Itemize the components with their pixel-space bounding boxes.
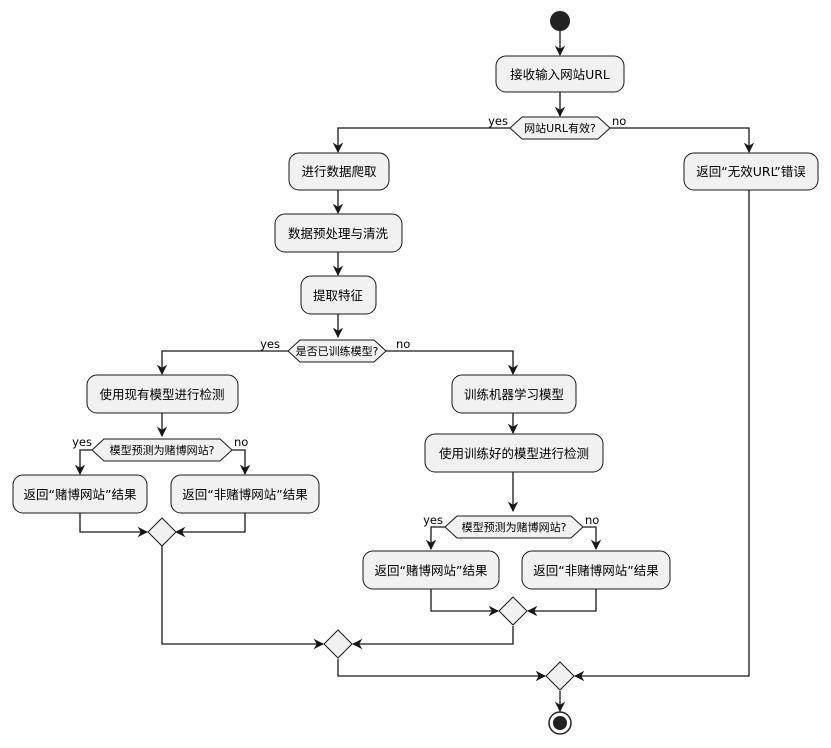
activity-label: 返回“非赌博网站”结果 xyxy=(182,487,308,502)
decision-label: 模型预测为赌博网站? xyxy=(110,443,215,457)
branch-yes-label: yes xyxy=(423,513,443,527)
start-node xyxy=(550,11,570,31)
activity-label: 进行数据爬取 xyxy=(301,164,377,179)
branch-no-label: no xyxy=(396,337,410,351)
activity-label: 训练机器学习模型 xyxy=(464,387,564,402)
activity-use-trained: 使用训练好的模型进行检测 xyxy=(424,433,604,473)
activity-return-nongambling-1: 返回“非赌博网站”结果 xyxy=(170,474,320,514)
activity-label: 提取特征 xyxy=(313,288,364,303)
activity-label: 接收输入网站URL xyxy=(510,67,610,82)
branch-no-label: no xyxy=(612,114,626,128)
activity-return-invalid: 返回“无效URL”错误 xyxy=(683,152,819,191)
connectors xyxy=(74,31,755,713)
activity-label: 返回“非赌博网站”结果 xyxy=(533,563,659,578)
branch-yes-label: yes xyxy=(260,337,280,351)
merge-node-2 xyxy=(498,596,528,626)
end-node xyxy=(548,711,572,735)
activity-return-gambling-1: 返回“赌博网站”结果 xyxy=(12,474,148,514)
branch-yes-label: yes xyxy=(72,435,92,449)
activity-return-gambling-2: 返回“赌博网站”结果 xyxy=(362,550,500,590)
activity-label: 数据预处理与清洗 xyxy=(288,226,389,241)
merge-node-3 xyxy=(323,629,353,659)
decision-model-trained: 是否已训练模型? xyxy=(287,339,387,363)
activity-return-nongambling-2: 返回“非赌博网站”结果 xyxy=(521,550,671,590)
activity-label: 返回“赌博网站”结果 xyxy=(375,563,488,578)
merge-node-1 xyxy=(147,517,177,547)
branch-yes-label: yes xyxy=(488,114,508,128)
decision-label: 模型预测为赌博网站? xyxy=(462,520,567,534)
activity-use-existing: 使用现有模型进行检测 xyxy=(86,374,239,414)
activity-crawl: 进行数据爬取 xyxy=(288,152,390,191)
decision-predict-1: 模型预测为赌博网站? xyxy=(91,438,233,462)
activity-train-model: 训练机器学习模型 xyxy=(451,374,577,414)
decision-label: 网站URL有效? xyxy=(524,121,596,135)
merge-node-4 xyxy=(545,661,575,691)
branch-no-label: no xyxy=(585,513,599,527)
activity-label: 使用现有模型进行检测 xyxy=(99,387,224,402)
activity-extract: 提取特征 xyxy=(300,275,377,315)
decision-label: 是否已训练模型? xyxy=(296,344,379,358)
activity-label: 返回“赌博网站”结果 xyxy=(24,487,137,502)
activity-label: 返回“无效URL”错误 xyxy=(696,164,806,179)
activity-receive-url: 接收输入网站URL xyxy=(495,55,625,93)
decision-url-valid: 网站URL有效? xyxy=(509,116,611,140)
activity-label: 使用训练好的模型进行检测 xyxy=(439,446,589,461)
decision-predict-2: 模型预测为赌博网站? xyxy=(444,515,584,539)
activity-preprocess: 数据预处理与清洗 xyxy=(274,213,403,253)
branch-no-label: no xyxy=(234,435,248,449)
